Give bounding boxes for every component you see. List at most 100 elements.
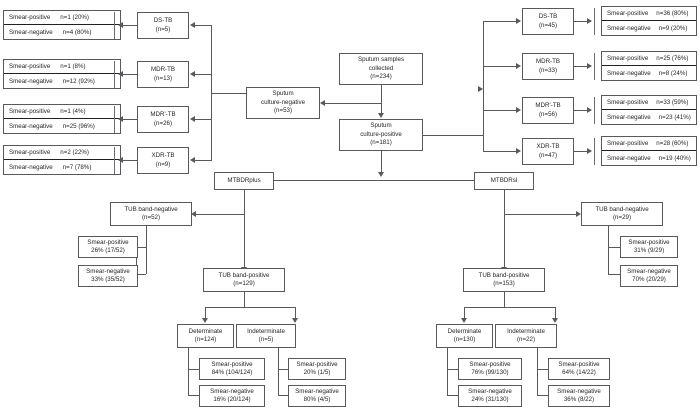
group-name: DS-TB — [538, 13, 558, 21]
arrow-head-left — [191, 211, 196, 217]
result-box-plus-band-negative-smear-positive: Smear-positive 26% (17/52) — [78, 236, 138, 258]
connector-line — [136, 247, 137, 275]
node-plus-tub-band-positive: TUB band-positive (n=129) — [203, 268, 285, 292]
result-box-plus-determinate-smear-positive: Smear-positive 84% (104/124) — [199, 358, 265, 380]
node-count: (n=5) — [258, 336, 274, 343]
smear-negative-row: Smear-negative n=8 (24%) — [602, 66, 696, 80]
smear-positive-row: Smear-positive n=28 (60%) — [602, 137, 696, 151]
connector-line — [195, 74, 212, 75]
smear-result-pair-xdr-tb-negative: Smear-positive n=2 (22%) Smear-negative … — [3, 145, 121, 175]
connector-line — [555, 307, 556, 319]
connector-line — [483, 110, 516, 111]
connector-line — [447, 348, 448, 395]
node-mtbdrplus: MTBDRplus — [214, 172, 274, 190]
smear-positive-value: n=36 (80%) — [656, 10, 689, 17]
arrow-head-down — [461, 318, 467, 323]
arrow-head-down — [378, 172, 384, 177]
smear-result-pair-mdr-prime-tb-negative: Smear-positive n=1 (4%) Smear-negative n… — [3, 104, 121, 134]
smear-positive-row: Smear-positive n=36 (80%) — [602, 7, 696, 21]
result-label: Smear-positive — [628, 238, 670, 246]
connector-line — [211, 93, 246, 94]
group-name: MDR-TB — [535, 58, 561, 66]
result-box-plus-band-negative-smear-negative: Smear-negative 33% (35/52) — [78, 265, 138, 287]
result-label: Smear-positive — [296, 360, 338, 368]
smear-negative-row: Smear-negative n=9 (20%) — [602, 21, 696, 35]
node-label: MTBDRsl — [490, 176, 518, 184]
node-count: (n=181) — [370, 139, 392, 147]
arrow-head-left — [118, 116, 123, 122]
connector-line — [274, 180, 474, 181]
connector-line — [447, 369, 458, 370]
result-value: 33% (35/52) — [91, 276, 125, 283]
connector-line — [122, 160, 137, 161]
node-line-1: Determinate — [447, 327, 482, 335]
smear-negative-label: Smear-negative — [9, 28, 53, 36]
arrow-head-right — [516, 107, 521, 113]
result-box-plus-determinate-smear-negative: Smear-negative 16% (20/124) — [199, 385, 265, 407]
connector-line — [574, 110, 587, 111]
connector-line — [195, 25, 212, 26]
result-label: Smear-negative — [86, 267, 130, 275]
smear-negative-value: n=25 (96%) — [62, 122, 95, 130]
connector-line — [483, 66, 516, 67]
group-box-mdr-tb-negative: MDR-TB (n=13) — [137, 61, 189, 88]
node-count: (n=22) — [516, 336, 536, 343]
node-plus-indeterminate: Indeterminate (n=5) — [236, 324, 296, 348]
group-name: DS-TB — [153, 17, 173, 25]
smear-negative-value: n=12 (92%) — [62, 77, 95, 85]
connector-line — [188, 395, 199, 396]
arrow-head-left — [190, 71, 195, 77]
connector-line — [325, 103, 381, 104]
group-box-xdr-tb-positive: XDR-TB (n=47) — [522, 138, 574, 165]
smear-positive-row: Smear-positive n=1 (4%) — [4, 105, 120, 119]
node-line-1: Determinate — [188, 327, 223, 335]
smear-result-pair-mdr-prime-tb-positive: Smear-positive n=33 (59%) Smear-negative… — [601, 95, 697, 125]
connector-line — [537, 348, 538, 395]
smear-negative-row: Smear-negative n=4 (80%) — [4, 25, 120, 39]
result-value: 84% (104/124) — [211, 369, 253, 376]
group-box-mdr-prime-tb-negative: MDR'-TB (n=26) — [137, 106, 189, 133]
connector-line — [244, 190, 245, 268]
smear-negative-row: Smear-negative n=25 (96%) — [4, 119, 120, 133]
connector-line — [381, 151, 382, 173]
result-value: 70% (20/29) — [632, 276, 666, 283]
connector-line — [122, 119, 137, 120]
connector-line — [608, 247, 620, 248]
arrow-head-right — [516, 63, 521, 69]
group-box-mdr-tb-positive: MDR-TB (n=33) — [522, 53, 574, 80]
group-box-xdr-tb-negative: XDR-TB (n=9) — [137, 147, 189, 174]
connector-line — [122, 74, 137, 75]
group-name: MDR-TB — [150, 66, 176, 74]
group-box-ds-tb-negative: DS-TB (n=5) — [137, 12, 189, 39]
connector-line — [205, 307, 295, 308]
connector-line — [136, 247, 146, 248]
node-count: (n=234) — [370, 73, 392, 81]
smear-result-pair-mdr-tb-positive: Smear-positive n=25 (76%) Smear-negative… — [601, 51, 697, 81]
arrow-head-left — [118, 22, 123, 28]
node-line-1: Indeterminate — [507, 327, 545, 335]
smear-positive-value: n=1 (20%) — [60, 14, 89, 21]
connector-line — [423, 135, 483, 136]
connector-line — [447, 395, 458, 396]
smear-negative-row: Smear-negative n=23 (41%) — [602, 110, 696, 124]
node-count: (n=52) — [141, 214, 161, 221]
node-sl-tub-band-positive: TUB band-positive (n=153) — [463, 268, 545, 292]
arrow-head-right — [587, 148, 592, 154]
node-sl-indeterminate: Indeterminate (n=22) — [495, 324, 557, 348]
smear-positive-value: n=1 (8%) — [60, 63, 86, 70]
connector-tick — [594, 138, 596, 165]
smear-positive-value: n=25 (76%) — [656, 55, 689, 62]
result-label: Smear-positive — [211, 360, 253, 368]
smear-positive-value: n=2 (22%) — [60, 149, 89, 156]
group-name: XDR-TB — [536, 143, 560, 151]
connector-line — [464, 307, 555, 308]
arrow-head-left — [190, 22, 195, 28]
smear-positive-label: Smear-positive — [9, 149, 51, 156]
node-line-2: culture-negative — [260, 98, 306, 106]
connector-line — [381, 85, 382, 113]
group-count: (n=13) — [153, 74, 173, 82]
smear-positive-label: Smear-positive — [607, 10, 649, 17]
node-line-1: TUB band-positive — [218, 271, 270, 279]
result-value: 20% (1/5) — [303, 369, 331, 376]
